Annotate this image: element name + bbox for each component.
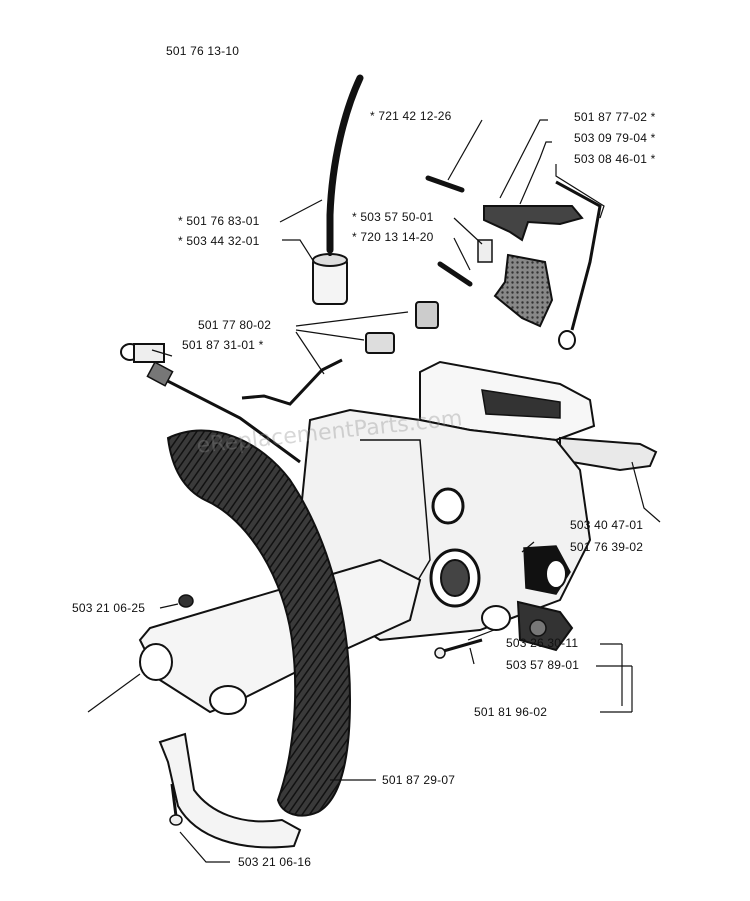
diagram-number: 501 76 13-10 <box>166 44 240 58</box>
throttle-cable <box>120 343 301 464</box>
part-label: 503 26 30-11 <box>506 636 579 650</box>
cap-assembly <box>481 600 574 652</box>
part-label: 501 77 80-02 <box>198 318 272 332</box>
fuel-hose <box>326 74 364 254</box>
part-label: 501 87 29-07 <box>382 773 456 787</box>
leader-lines <box>87 119 661 863</box>
throttle-lockout <box>493 253 554 328</box>
part-label: 501 76 39-02 <box>570 540 644 554</box>
handle-bracket <box>158 732 302 849</box>
screw-left <box>178 594 194 608</box>
part-label: * 721 42 12-26 <box>370 109 452 123</box>
spring <box>477 239 493 263</box>
choke-button <box>365 332 395 354</box>
choke-rod <box>241 358 343 406</box>
part-label: 503 08 46-01 * <box>574 152 656 166</box>
part-label: 503 21 06-25 <box>72 601 146 615</box>
part-label: 503 57 89-01 <box>506 658 580 672</box>
frame-base <box>138 558 422 714</box>
part-label: * 503 57 50-01 <box>352 210 434 224</box>
part-label: * 503 44 32-01 <box>178 234 260 248</box>
part-label: 501 81 96-02 <box>474 705 548 719</box>
fuel-filter <box>312 250 348 305</box>
part-label: 503 21 06-16 <box>238 855 312 869</box>
part-label: 501 87 77-02 * <box>574 110 656 124</box>
pin-2 <box>437 261 473 287</box>
screw-bottom <box>169 783 183 826</box>
choke-bracket <box>415 301 439 329</box>
front-handle <box>166 429 352 817</box>
part-label: * 720 13 14-20 <box>352 230 434 244</box>
part-label: 503 09 79-04 * <box>574 131 656 145</box>
pin <box>425 175 465 193</box>
bolt <box>434 638 483 659</box>
part-label: 503 40 47-01 <box>570 518 644 532</box>
throttle-trigger <box>483 205 584 242</box>
cap-filler <box>523 545 571 595</box>
part-label: * 501 76 83-01 <box>178 214 260 228</box>
part-label: 501 87 31-01 * <box>182 338 264 352</box>
throttle-rod <box>555 180 602 331</box>
